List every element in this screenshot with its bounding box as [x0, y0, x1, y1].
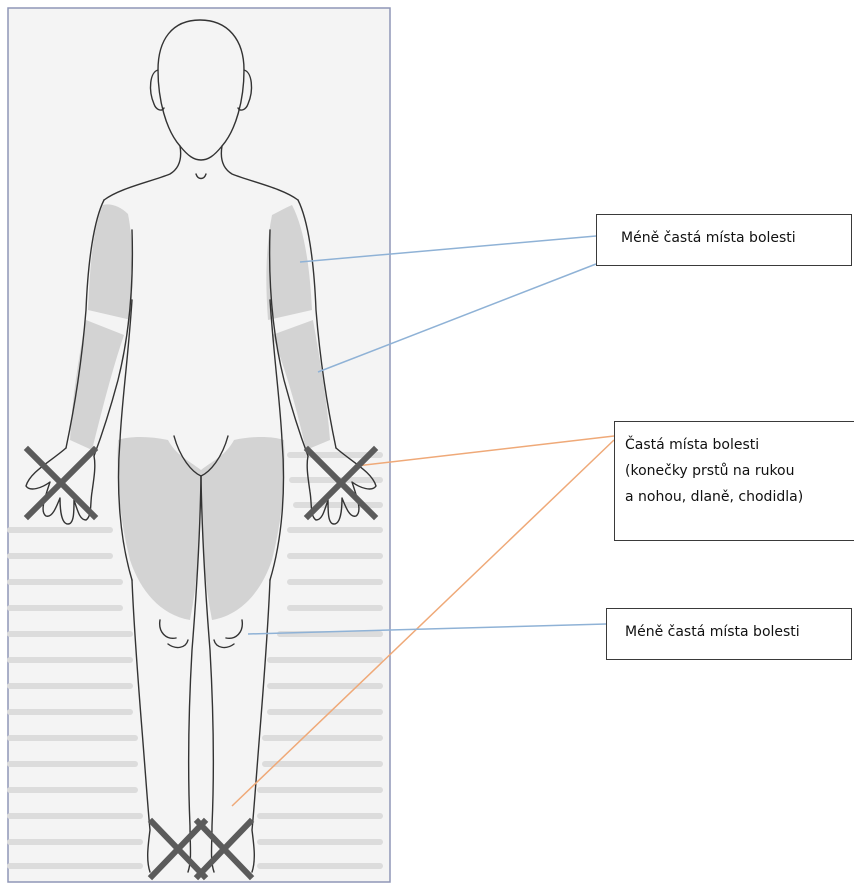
callout-text-line-3: a nohou, dlaně, chodidla) — [625, 484, 854, 510]
callout-text: Méně častá místa bolesti — [625, 619, 851, 645]
callout-text-line-2: (konečky prstů na rukou — [625, 458, 854, 484]
callout-less-frequent-lower: Méně častá místa bolesti — [606, 608, 852, 660]
callout-text-line-1: Častá místa bolesti — [625, 432, 854, 458]
callout-less-frequent-upper: Méně častá místa bolesti — [596, 214, 852, 266]
callout-frequent: Častá místa bolesti (konečky prstů na ru… — [614, 421, 854, 541]
leader-right-hand — [356, 436, 614, 466]
callout-text: Méně častá místa bolesti — [621, 225, 851, 251]
figure-panel — [8, 8, 390, 882]
